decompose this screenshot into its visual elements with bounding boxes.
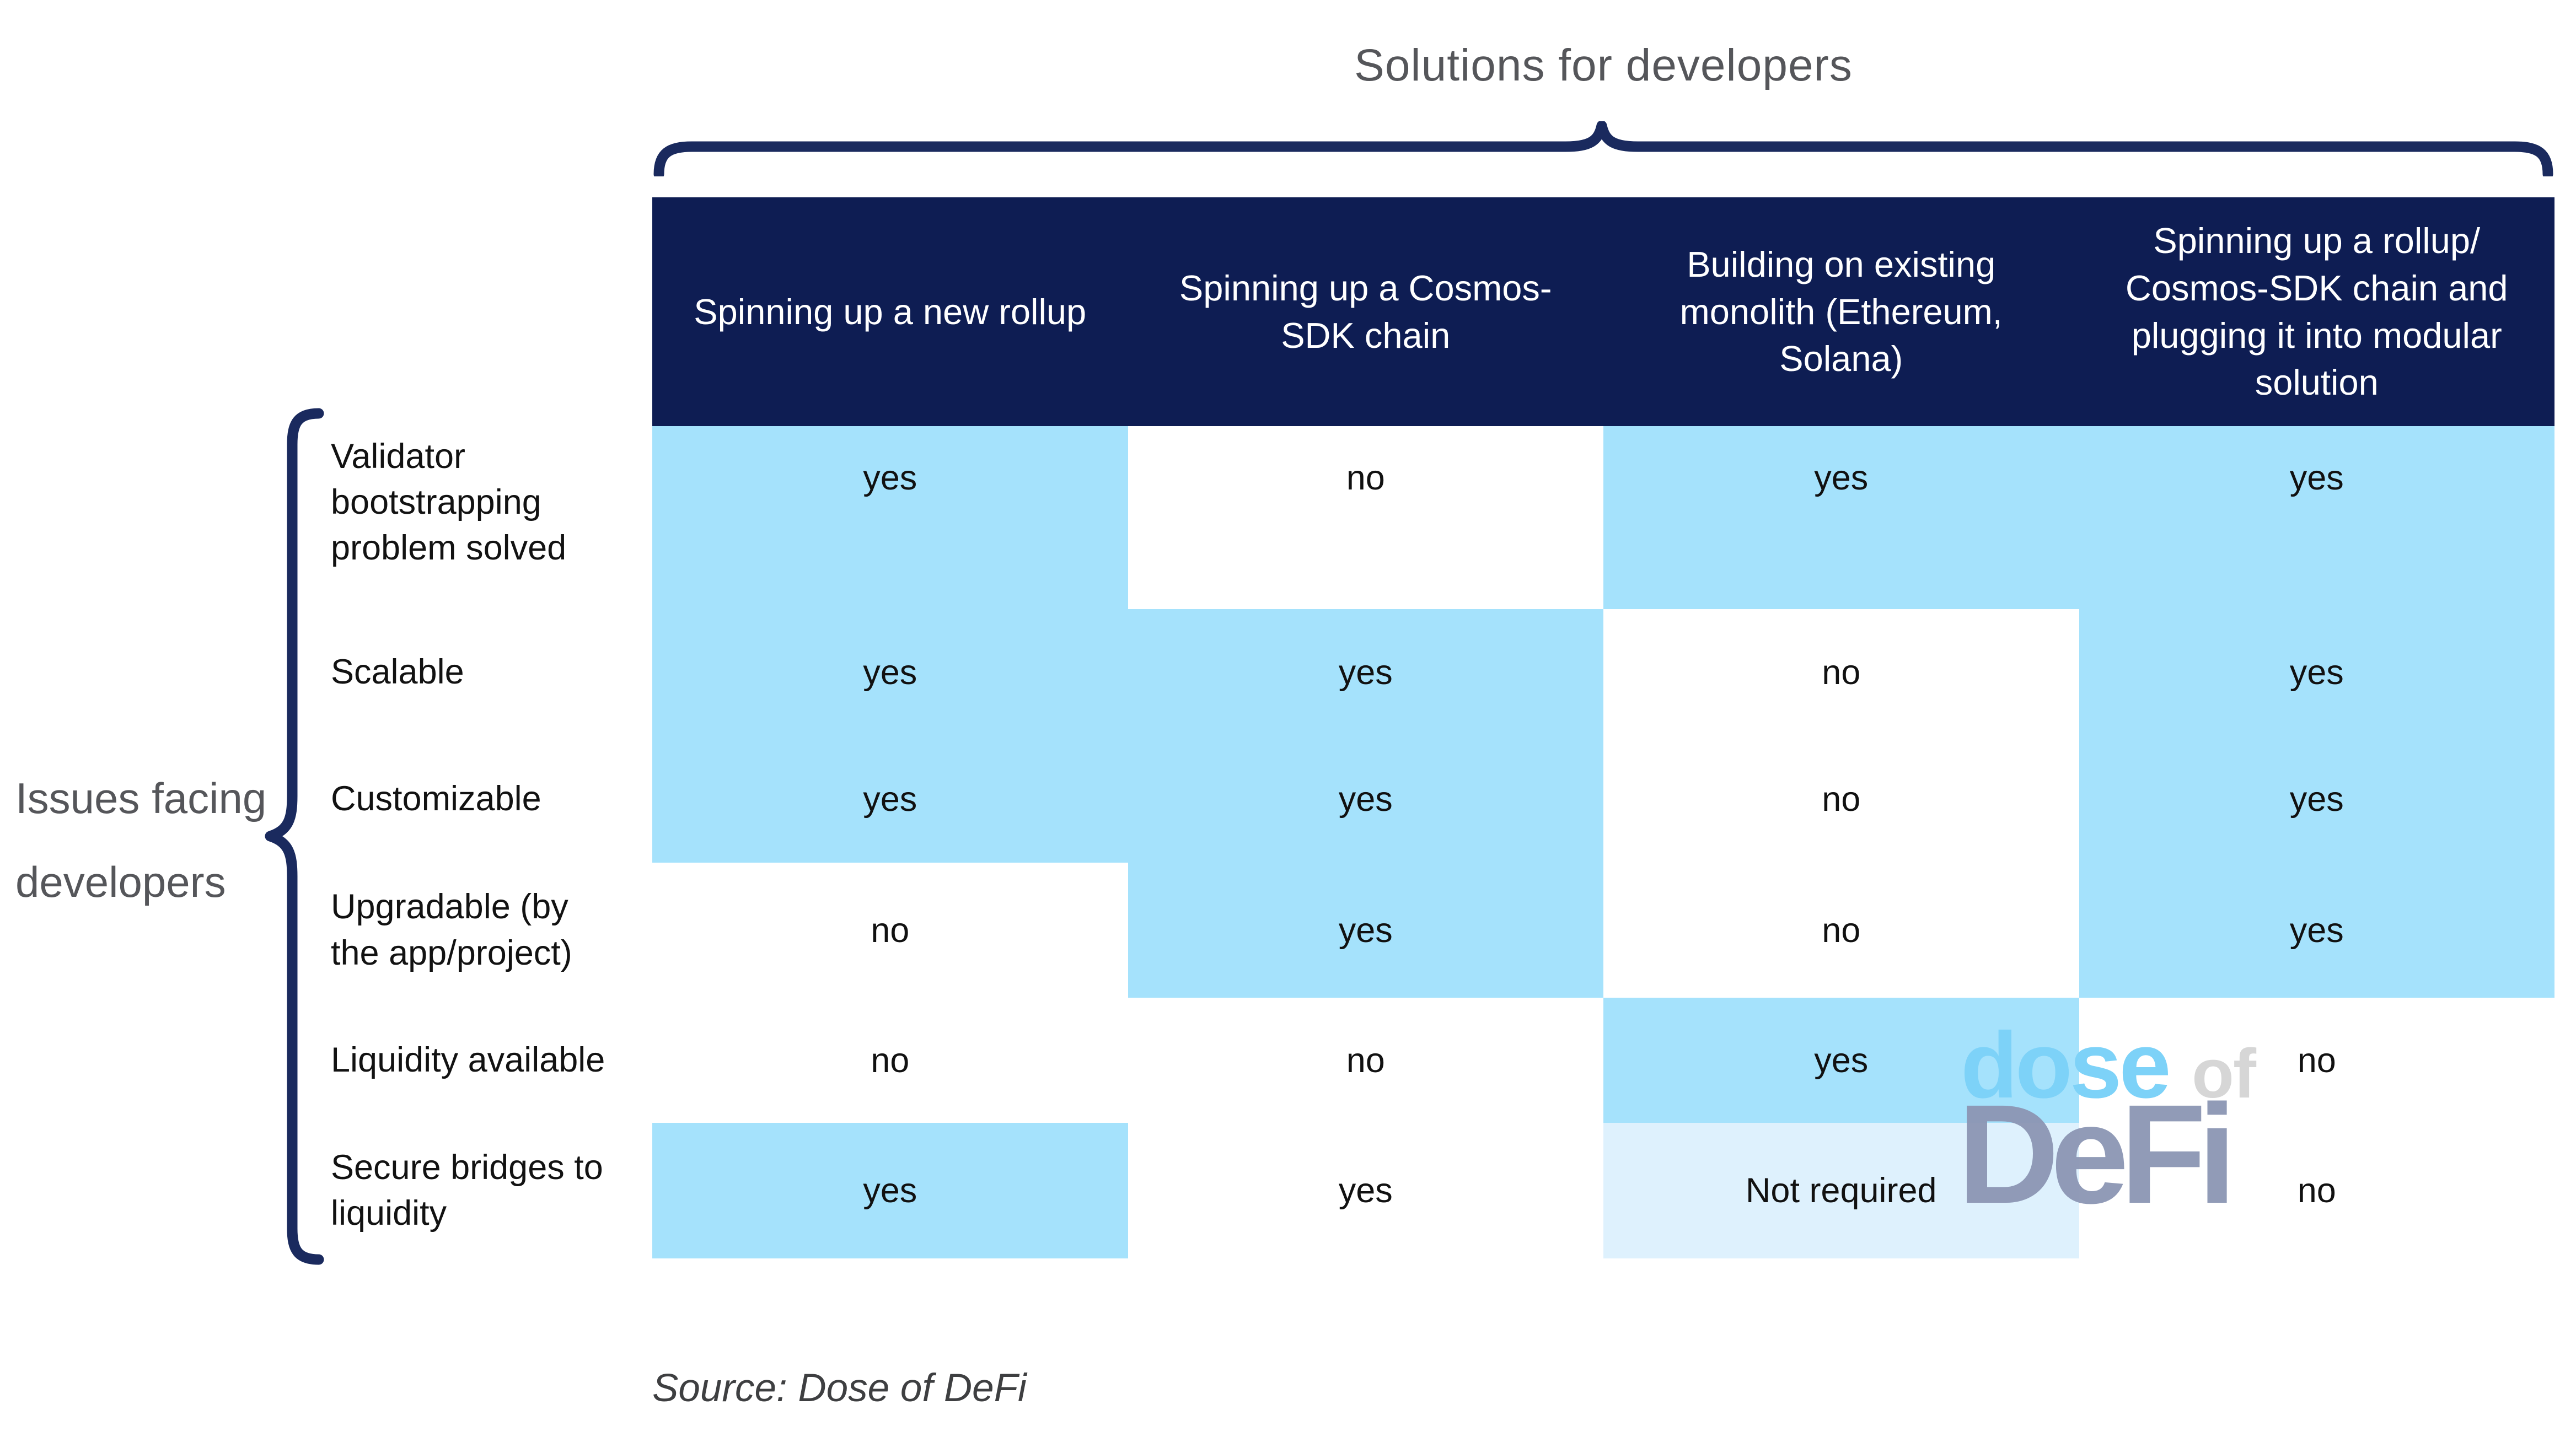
table-cell: yes [1603, 426, 2079, 609]
row-label-secure-bridges: Secure bridges to liquidity [331, 1148, 603, 1233]
table-cell: yes [2079, 863, 2554, 998]
table-cell: yes [2079, 426, 2554, 609]
table-cell: no [2079, 998, 2554, 1123]
table-row-scalable: yes yes no yes [652, 609, 2554, 736]
table-header-row: Spinning up a new rollup Spinning up a C… [652, 197, 2554, 426]
table-row-customizable: yes yes no yes [652, 736, 2554, 863]
row-label-liquidity-available: Liquidity available [331, 1040, 605, 1079]
column-header-rollup-modular: Spinning up a rollup/ Cosmos-SDK chain a… [2125, 220, 2508, 403]
issues-brace-icon [265, 408, 324, 1265]
table-row-secure-bridges: yes yes Not required no [652, 1123, 2554, 1258]
table-cell: yes [2079, 609, 2554, 736]
issues-facing-developers-label: Issues facing developers [15, 756, 280, 924]
solutions-brace-icon [653, 121, 2553, 176]
table-cell: yes [652, 736, 1128, 863]
source-caption: Source: Dose of DeFi [652, 1366, 1027, 1410]
table-row-validator-bootstrapping: yes no yes yes [652, 426, 2554, 609]
column-header-existing-monolith: Building on existing monolith (Ethereum,… [1679, 244, 2003, 379]
table-row-liquidity-available: no no yes no [652, 998, 2554, 1123]
row-label-upgradable: Upgradable (by the app/project) [331, 887, 572, 972]
column-header-cosmos-sdk: Spinning up a Cosmos- SDK chain [1179, 267, 1552, 356]
table-cell: yes [1128, 736, 1603, 863]
table-cell: no [1128, 426, 1603, 609]
row-label-customizable: Customizable [331, 779, 541, 819]
watermark-dose: dose [1961, 1013, 2171, 1118]
table-cell: no [652, 998, 1128, 1123]
table-cell: no [2079, 1123, 2554, 1258]
table-cell: Not required [1603, 1123, 2079, 1258]
watermark-dose-of: dose of [1961, 1019, 2256, 1112]
table-cell: no [1603, 863, 2079, 998]
watermark-defi: DeFi [1957, 1075, 2237, 1233]
issues-label-line-2: developers [15, 858, 226, 906]
table-cell: no [1603, 736, 2079, 863]
table-cell: no [1128, 998, 1603, 1123]
table-cell: yes [1128, 1123, 1603, 1258]
table-cell: yes [652, 426, 1128, 609]
table-row-upgradable: no yes no yes [652, 863, 2554, 998]
column-header-new-rollup: Spinning up a new rollup [694, 291, 1087, 332]
watermark-of: of [2192, 1035, 2256, 1112]
page-title: Solutions for developers [1354, 40, 1853, 90]
table-cell: no [652, 863, 1128, 998]
table-cell: yes [2079, 736, 2554, 863]
table-cell: yes [652, 609, 1128, 736]
table-cell: yes [1128, 863, 1603, 998]
table-cell: yes [1603, 998, 2079, 1123]
issues-label-line-1: Issues facing [15, 774, 267, 822]
row-label-scalable: Scalable [331, 653, 464, 692]
table-cell: no [1603, 609, 2079, 736]
table-cell: yes [1128, 609, 1603, 736]
row-label-validator-bootstrapping: Validator bootstrapping problem solved [331, 437, 567, 568]
table-cell: yes [652, 1123, 1128, 1258]
